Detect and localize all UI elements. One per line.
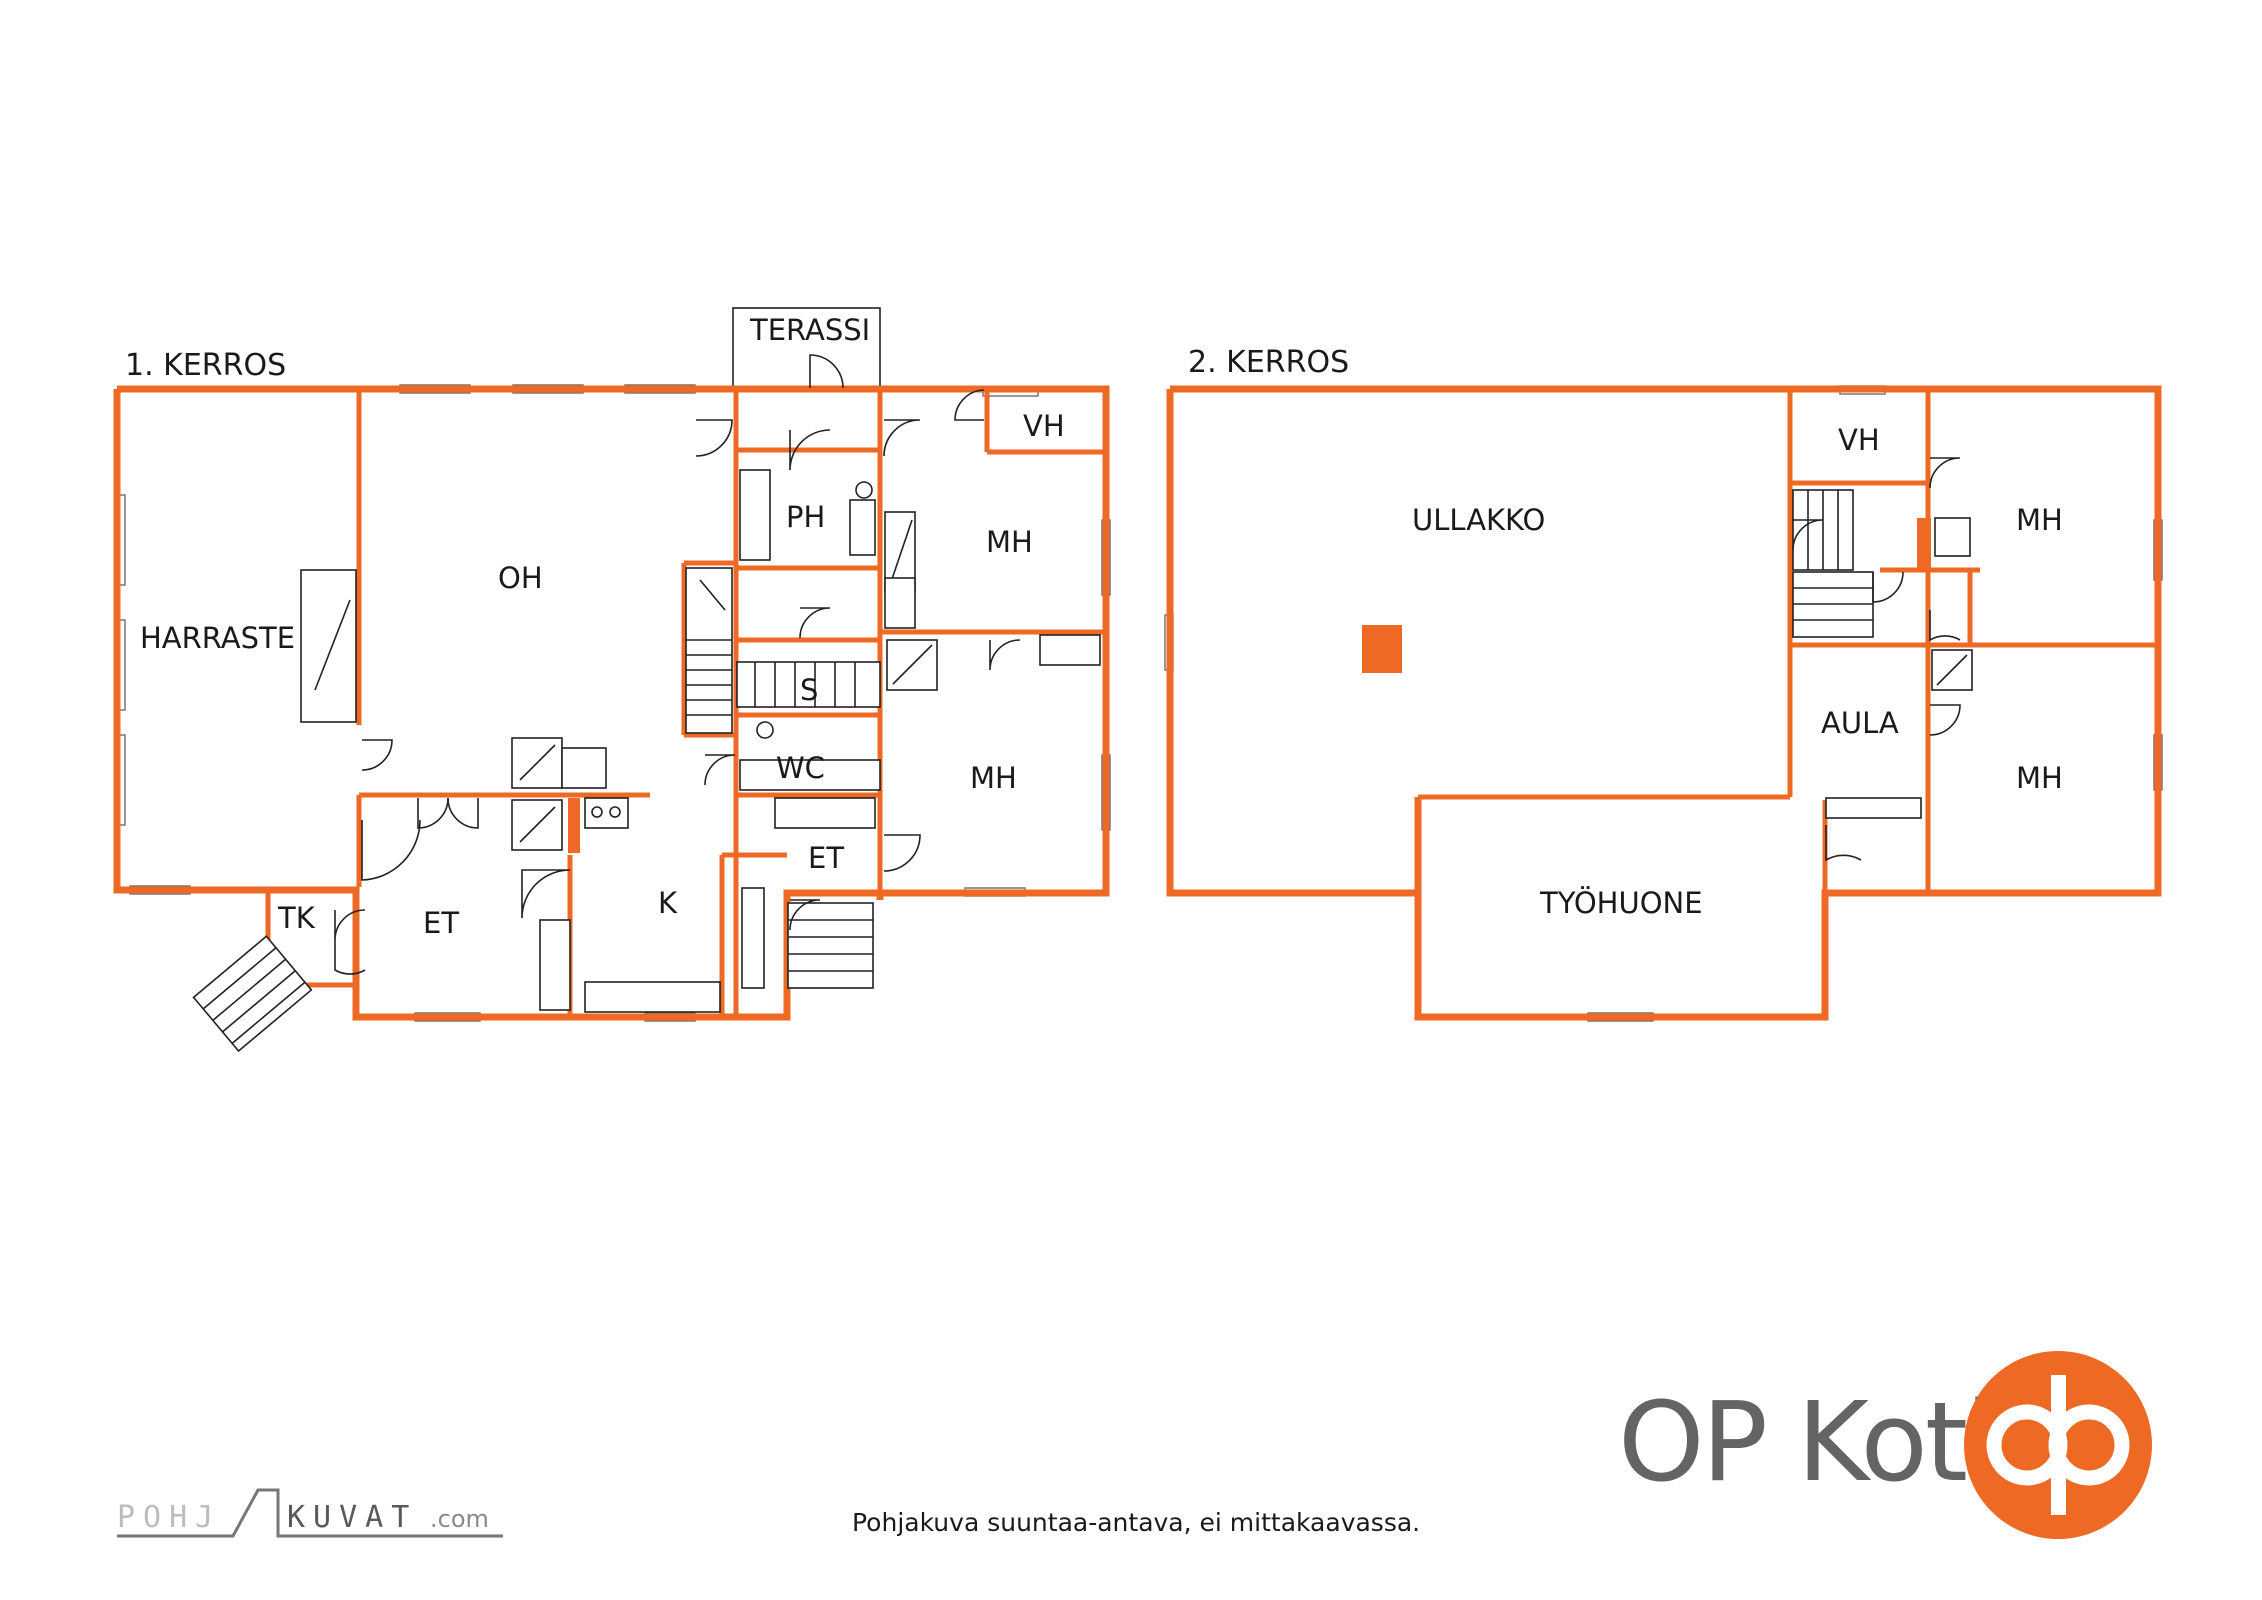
terrace-outline	[732, 307, 881, 389]
door-swing-icon	[334, 354, 1021, 975]
room-label-et-left: ET	[423, 906, 459, 940]
second-floor-title: 2. KERROS	[1188, 345, 1349, 380]
room-label-tk: TK	[277, 901, 316, 935]
window-icon	[1164, 385, 2163, 1022]
pohjakuvat-tld: .com	[430, 1505, 489, 1533]
room-label-ph: PH	[786, 500, 825, 534]
fixtures	[1931, 517, 1973, 691]
room-label-aula: AULA	[1821, 706, 1899, 740]
first-floor-title: 1. KERROS	[125, 348, 286, 383]
first-floor: 1. KERROS	[113, 307, 1111, 1053]
second-floor-interior-walls	[1418, 392, 2155, 893]
disclaimer: Pohjakuva suuntaa-antava, ei mittakaavas…	[852, 1508, 1420, 1537]
room-label-mh-top: MH	[986, 525, 1033, 559]
room-label-mh-bottom: MH	[970, 761, 1017, 795]
room-label-mh-top: MH	[2016, 503, 2063, 537]
pohjakuvat-logo: POHJ KUVAT .com	[117, 1488, 503, 1538]
room-label-terassi: TERASSI	[749, 313, 870, 347]
room-label-k: K	[658, 886, 678, 920]
pohjakuvat-right-text: KUVAT	[287, 1500, 417, 1535]
pohjakuvat-left-text: POHJ	[117, 1500, 221, 1535]
door-swing-icon	[1792, 457, 1961, 862]
stairs-icon	[1792, 489, 1922, 819]
room-label-mh-bottom: MH	[2016, 761, 2063, 795]
room-label-vh: VH	[1838, 423, 1880, 457]
brand-text: OP Koti	[1618, 1378, 1993, 1506]
second-floor: 2. KERROS	[1164, 345, 2163, 1022]
first-floor-outer-wall	[113, 385, 1110, 1021]
second-floor-outer-wall	[1166, 385, 2162, 1021]
chimney-small	[1917, 518, 1931, 568]
chimney	[568, 798, 580, 853]
room-label-et-right: ET	[808, 841, 844, 875]
room-label-vh: VH	[1023, 409, 1065, 443]
room-label-s: S	[800, 673, 818, 707]
op-logo-icon	[1964, 1351, 2152, 1539]
room-label-harraste: HARRASTE	[140, 621, 295, 655]
room-label-ullakko: ULLAKKO	[1412, 503, 1545, 537]
fixtures	[300, 469, 1101, 1013]
room-label-wc: WC	[776, 751, 825, 785]
room-label-oh: OH	[498, 561, 543, 595]
stairs-icon	[192, 567, 881, 1053]
room-label-tyohuone: TYÖHUONE	[1539, 886, 1703, 920]
chimney	[1362, 625, 1402, 673]
